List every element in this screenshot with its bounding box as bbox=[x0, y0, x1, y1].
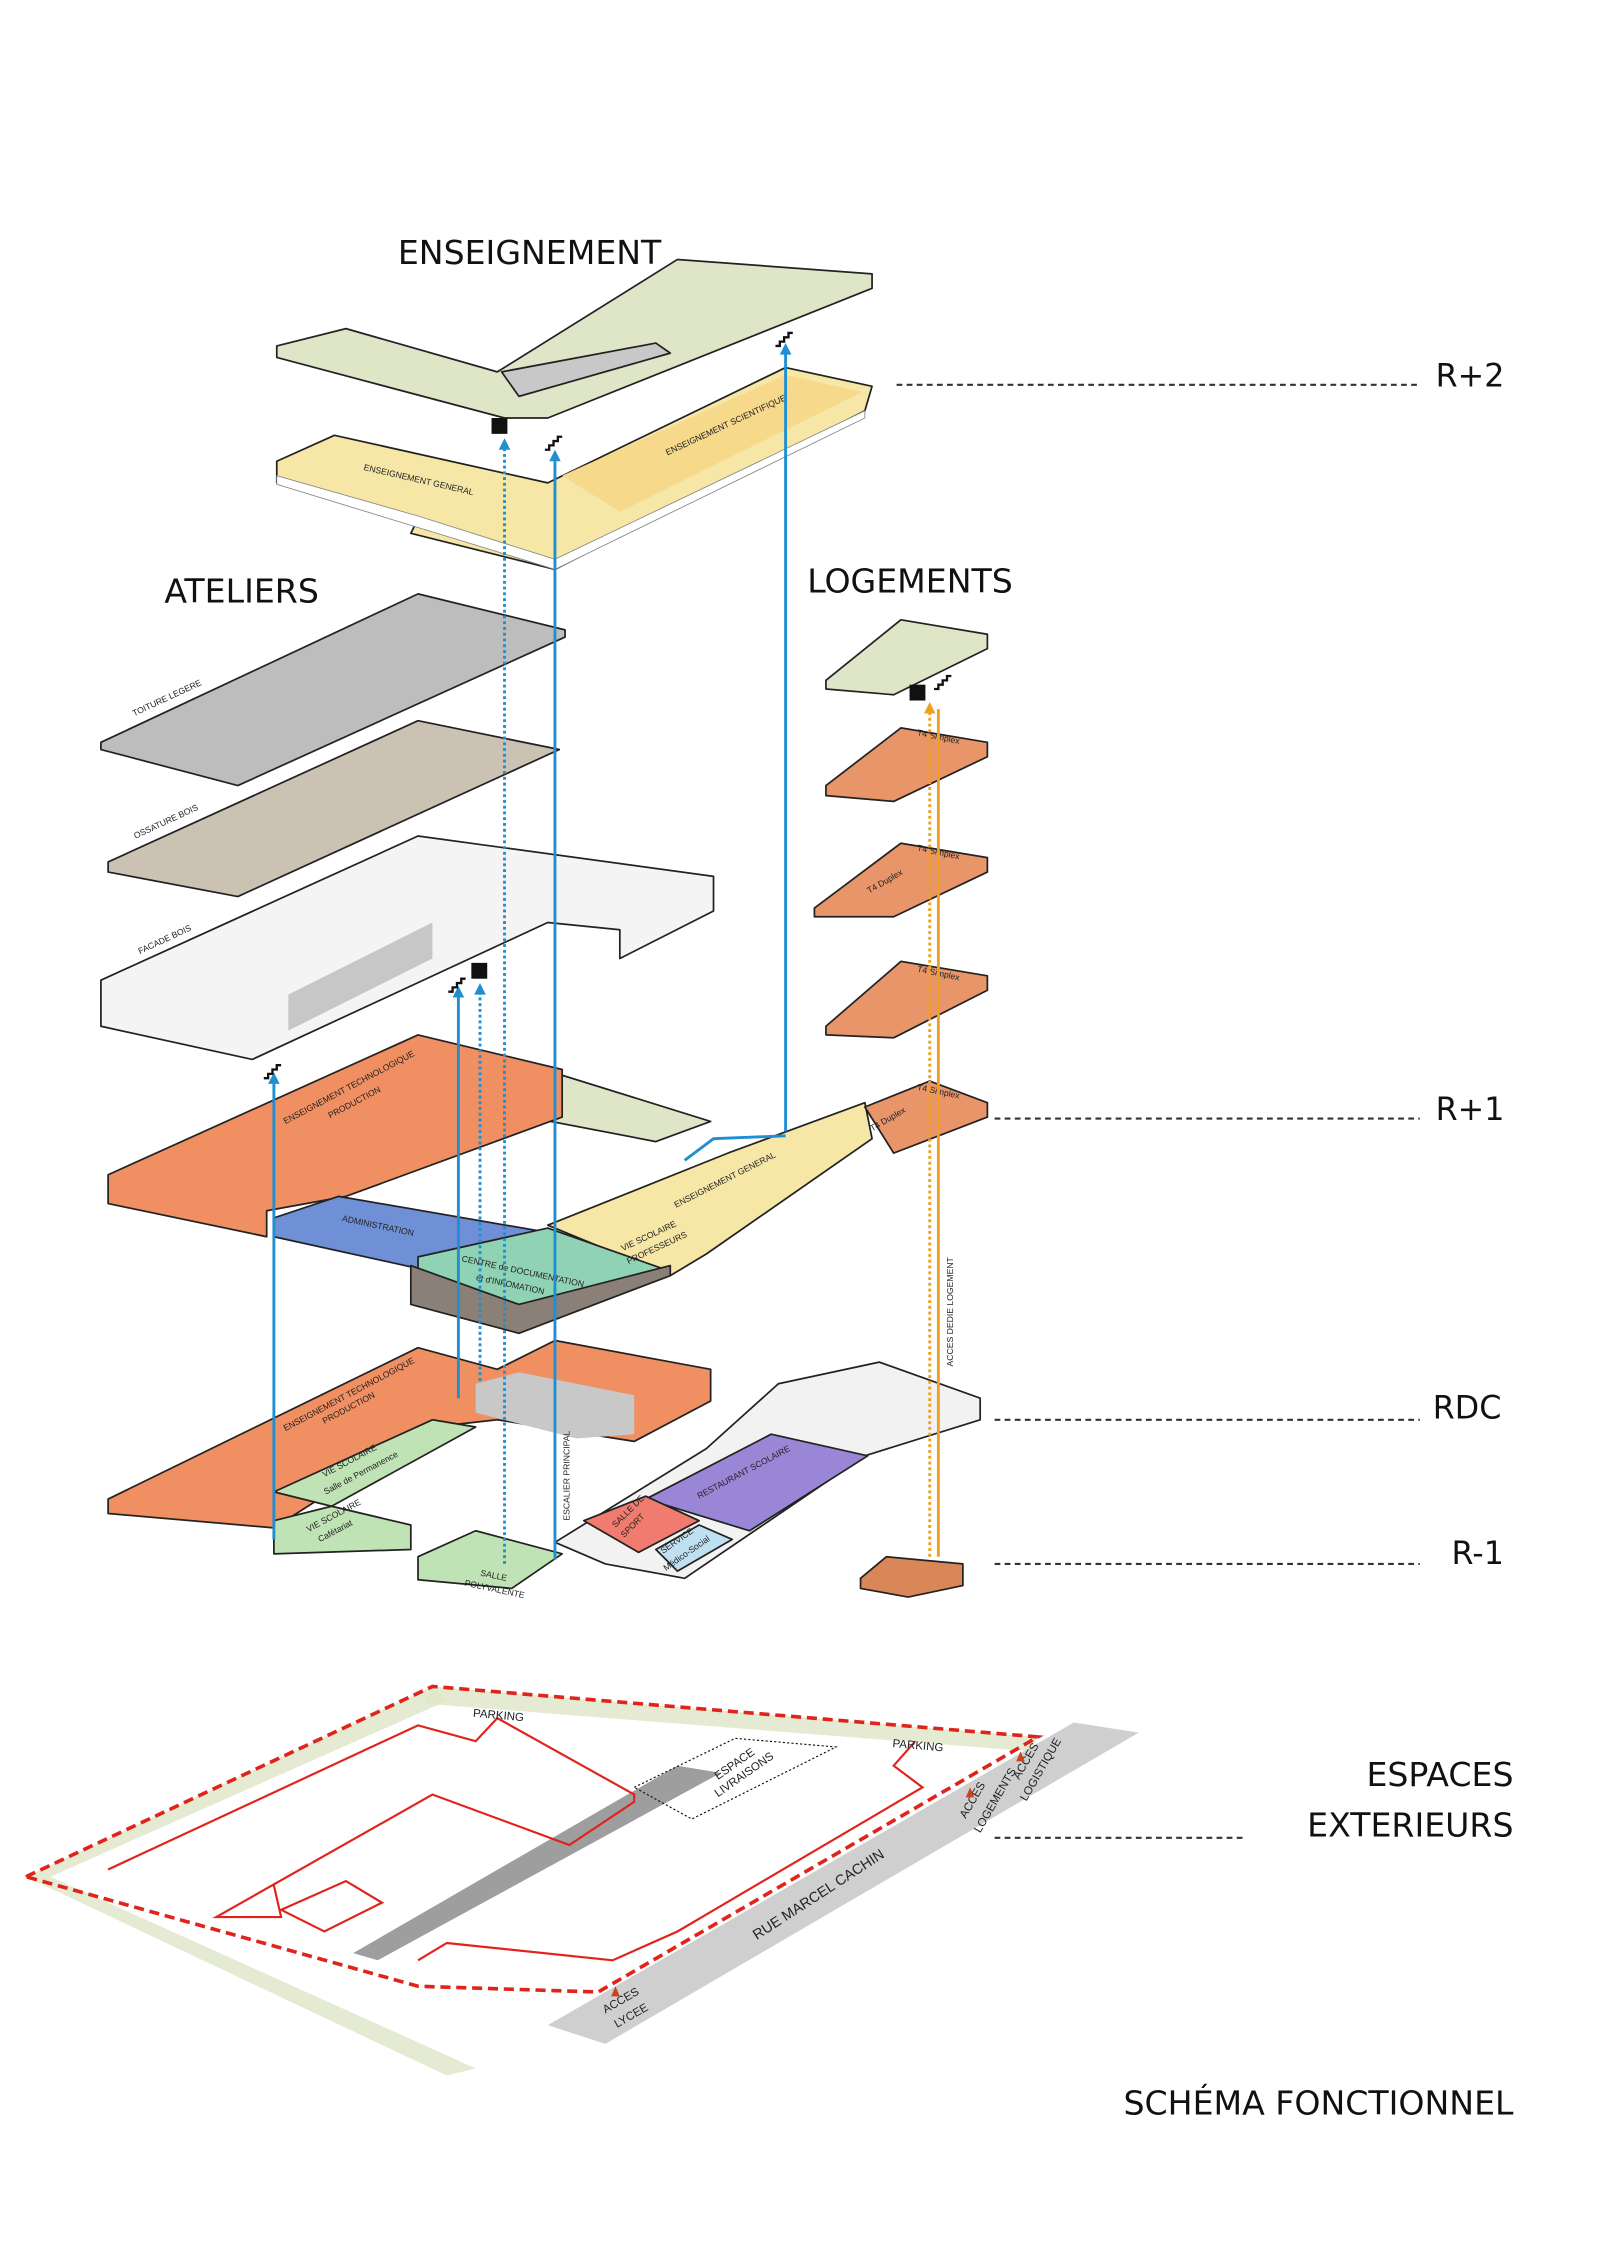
level-label: R+1 bbox=[1436, 1092, 1505, 1128]
logements-roof bbox=[825, 618, 989, 696]
level-r2: R+2 bbox=[896, 358, 1505, 394]
stairs-icon bbox=[934, 674, 952, 691]
stairs-icon bbox=[263, 1064, 282, 1080]
logement-floor: T4 Simplex bbox=[825, 960, 989, 1039]
building-footprint bbox=[107, 1716, 636, 1919]
r1-floor: ENSEIGNEMENT TECHNOLOGIQUE PRODUCTION AD… bbox=[107, 1034, 989, 1335]
access-arrow-icon bbox=[965, 1787, 975, 1798]
wheelchair-elevator-icon bbox=[471, 962, 488, 979]
access-arrow-icon bbox=[779, 343, 792, 355]
elevator-icons bbox=[471, 418, 926, 979]
site-plan: PARKING PARKING ESPACE LIVRAISONS RUE MA… bbox=[20, 1684, 1139, 2076]
access-arrow-icon bbox=[611, 1986, 620, 1997]
r2-roof bbox=[275, 258, 873, 419]
title-logements: LOGEMENTS bbox=[807, 561, 1013, 600]
rdc-floor: ENSEIGNEMENT TECHNOLOGIQUE PRODUCTION VI… bbox=[107, 1339, 982, 1600]
label-rue: RUE MARCEL CACHIN bbox=[750, 1847, 887, 1944]
level-rm1: R-1 bbox=[994, 1536, 1504, 1572]
espaces-label-1: ESPACES bbox=[1366, 1755, 1513, 1794]
level-espaces-exterieurs: ESPACES EXTERIEURS bbox=[994, 1755, 1513, 1844]
schema-title: SCHÉMA FONCTIONNEL bbox=[1123, 2083, 1514, 2123]
stair-line bbox=[683, 1134, 786, 1162]
level-r1: R+1 bbox=[994, 1092, 1505, 1128]
delivery-band bbox=[353, 1765, 721, 1961]
title-ateliers: ATELIERS bbox=[164, 572, 319, 611]
access-arrow-icon bbox=[923, 701, 936, 714]
label-parking-1: PARKING bbox=[473, 1708, 525, 1724]
access-arrow-icon bbox=[474, 983, 486, 995]
rm1-floor bbox=[859, 1555, 964, 1598]
stairs-icon bbox=[448, 977, 466, 993]
logement-floor: T4 Simplex T4 Duplex bbox=[813, 842, 989, 918]
stair-icons bbox=[263, 331, 952, 1080]
label-parking-2: PARKING bbox=[892, 1738, 944, 1754]
level-rdc: RDC bbox=[994, 1390, 1502, 1426]
arrows bbox=[268, 343, 936, 1084]
level-label: RDC bbox=[1433, 1390, 1502, 1426]
espaces-label-2: EXTERIEURS bbox=[1307, 1805, 1513, 1844]
level-label: R+2 bbox=[1436, 358, 1505, 394]
access-arrow-icon bbox=[498, 438, 511, 450]
level-label: R-1 bbox=[1452, 1536, 1504, 1572]
street bbox=[547, 1722, 1139, 2044]
room-acces-logement: ACCES DEDIE LOGEMENT bbox=[945, 1256, 955, 1366]
logement-floor: T4 Simplex bbox=[825, 727, 989, 803]
site-boundary bbox=[20, 1684, 1044, 1994]
wheelchair-elevator-icon bbox=[491, 418, 508, 434]
building-footprint bbox=[417, 1740, 925, 1962]
access-arrow-icon bbox=[1016, 1751, 1025, 1762]
circulation-logement: ACCES DEDIE LOGEMENT bbox=[928, 709, 955, 1557]
access-arrow-icon bbox=[268, 1072, 280, 1084]
access-arrow-icon bbox=[452, 985, 465, 998]
title-enseignement: ENSEIGNEMENT bbox=[398, 233, 662, 272]
room-escalier: ESCALIER PRINCIPAL bbox=[561, 1431, 571, 1521]
delivery-zone bbox=[632, 1737, 839, 1820]
building-footprint bbox=[278, 1879, 385, 1933]
circulation-lycee bbox=[272, 351, 788, 1564]
stairs-icon bbox=[544, 435, 563, 451]
stairs-icon bbox=[775, 331, 793, 348]
wheelchair-elevator-icon bbox=[909, 684, 926, 701]
access-arrow-icon bbox=[549, 449, 561, 462]
